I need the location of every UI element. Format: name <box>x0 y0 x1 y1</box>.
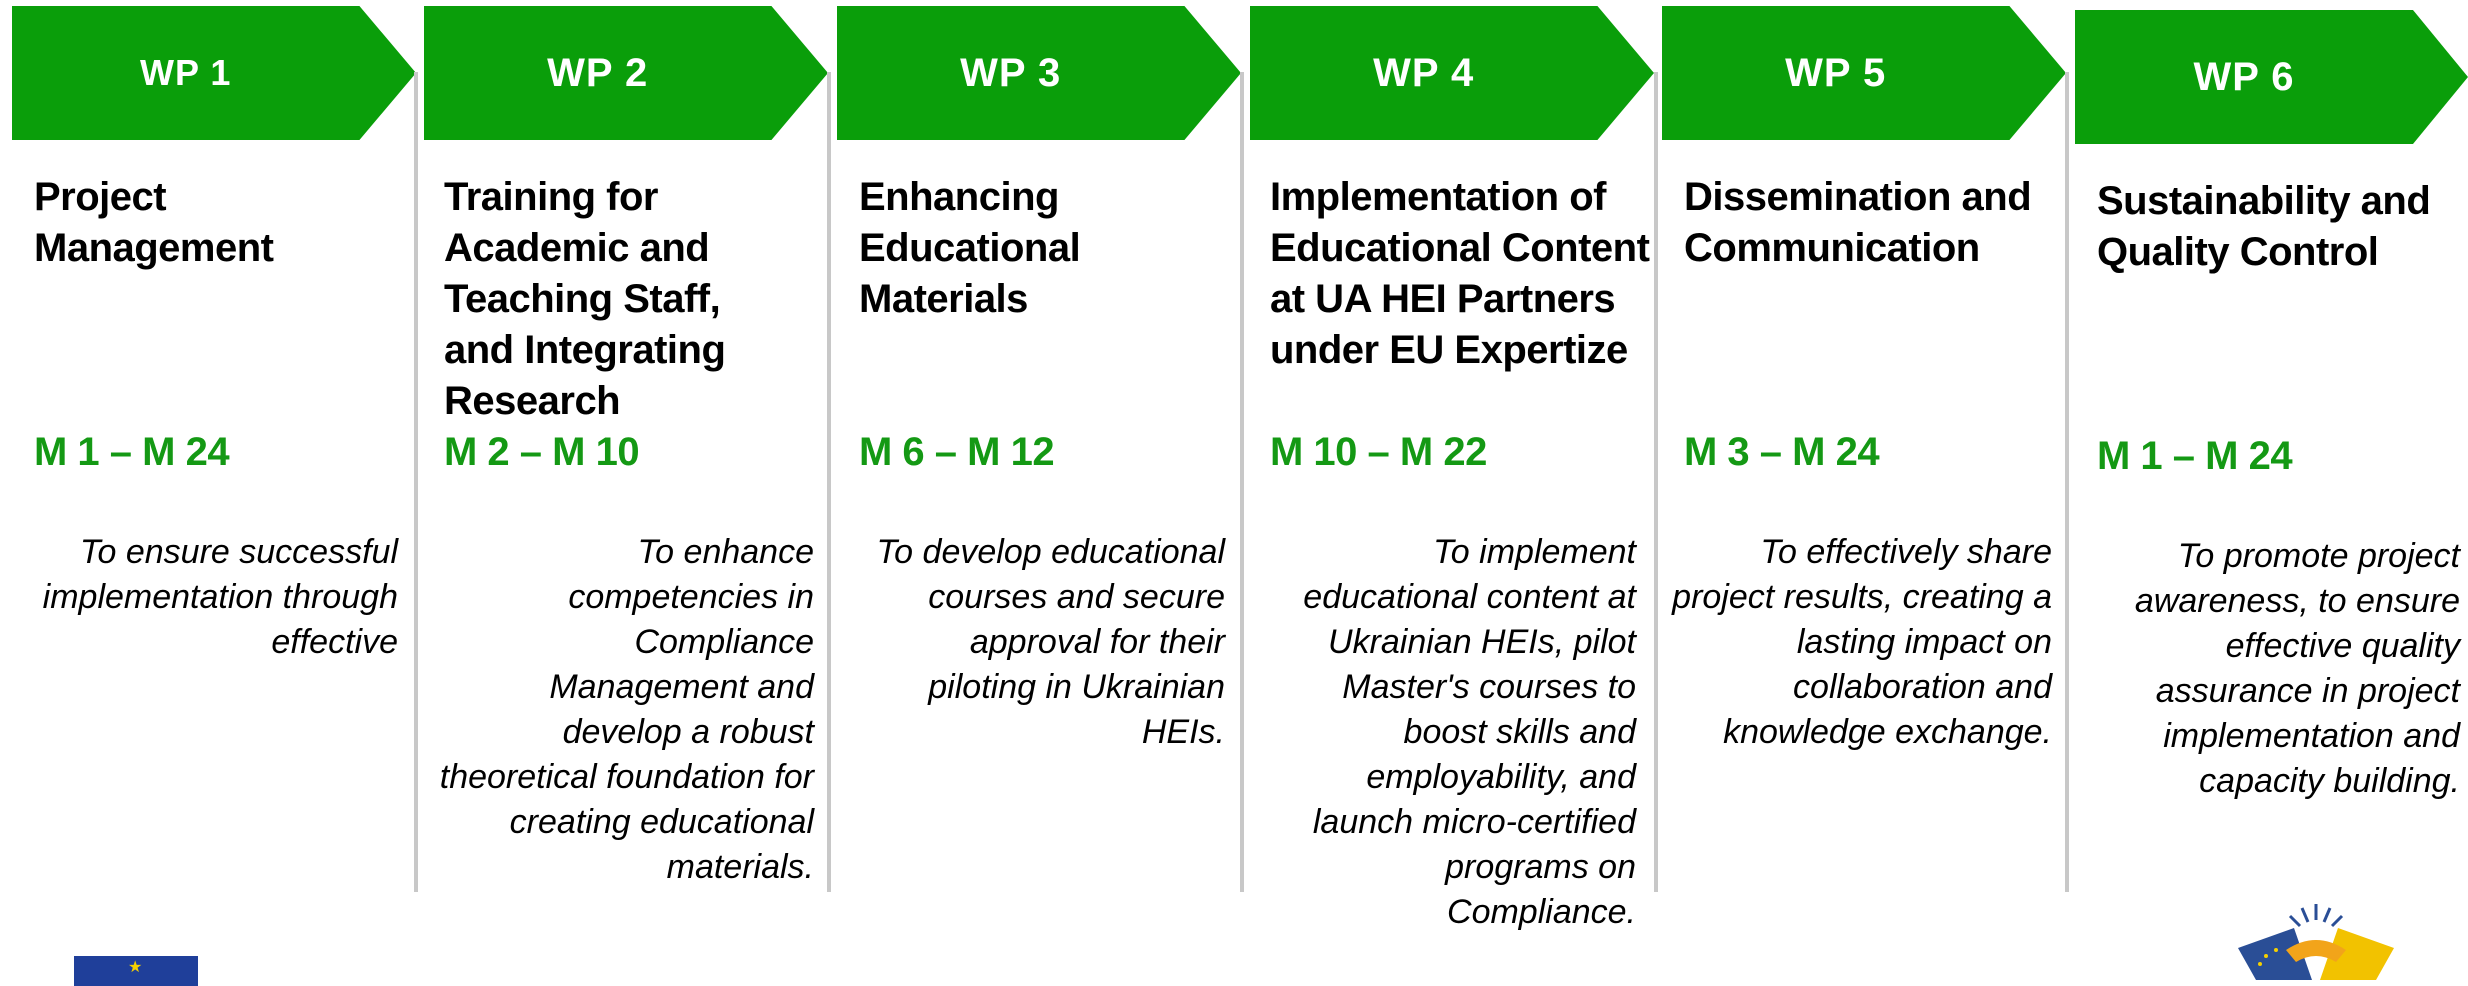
chevron-arrow-shape <box>2075 10 2468 144</box>
wp-4-label: WP 4 <box>1373 50 1475 95</box>
wp-4-arrow: WP 4 <box>1250 6 1654 140</box>
wp-1-description: To ensure successful implementation thro… <box>42 533 398 661</box>
wp-2-title: Training for Academic and Teaching Staff… <box>444 175 726 423</box>
wp-divider <box>1240 72 1244 892</box>
wp-column-3: WP 3 Enhancing Educational Materials M 6… <box>837 0 1241 978</box>
chevron-arrow-shape <box>837 6 1241 140</box>
wp-divider <box>414 72 418 892</box>
wp-5-label: WP 5 <box>1785 50 1887 95</box>
eu-star-icon: ★ <box>128 959 143 976</box>
chevron-arrow-shape <box>1250 6 1654 140</box>
handshake-icon <box>2238 904 2394 980</box>
wp-divider <box>2065 72 2069 892</box>
wp-column-6: WP 6 Sustainability and Quality Control … <box>2075 0 2468 978</box>
wp-column-1: WP 1 Project Management M 1 – M 24 To en… <box>12 0 416 978</box>
wp-column-4: WP 4 Implementation of Educational Conte… <box>1250 0 1654 978</box>
wp-4-period: M 10 – M 22 <box>1270 430 1487 474</box>
wp-divider <box>827 72 831 892</box>
wp-column-2: WP 2 Training for Academic and Teaching … <box>424 0 828 978</box>
wp-6-title: Sustainability and Quality Control <box>2097 179 2431 274</box>
wp-4-description: To implement educational content at Ukra… <box>1303 533 1636 931</box>
wp-2-arrow: WP 2 <box>424 6 828 140</box>
wp-2-description: To enhance competencies in Compliance Ma… <box>439 533 814 886</box>
eu-flag-logo: ★ <box>74 956 198 986</box>
wp-divider <box>1654 72 1658 892</box>
wp-1-label: WP 1 <box>140 52 232 93</box>
wp-3-label: WP 3 <box>960 50 1062 95</box>
handshake-logo <box>2216 900 2416 980</box>
chevron-arrow-shape <box>424 6 828 140</box>
wp-5-description: To effectively share project results, cr… <box>1672 533 2052 751</box>
wp-1-arrow: WP 1 <box>12 6 416 140</box>
wp-5-title: Dissemination and Communication <box>1684 175 2032 270</box>
wp-6-label: WP 6 <box>2193 54 2295 99</box>
wp-6-period: M 1 – M 24 <box>2097 434 2293 478</box>
wp-3-title: Enhancing Educational Materials <box>859 175 1081 321</box>
wp-5-period: M 3 – M 24 <box>1684 430 1880 474</box>
wp-5-arrow: WP 5 <box>1662 6 2066 140</box>
wp-2-period: M 2 – M 10 <box>444 430 640 474</box>
wp-3-description: To develop educational courses and secur… <box>876 533 1225 751</box>
wp-1-period: M 1 – M 24 <box>34 430 230 474</box>
wp-4-title: Implementation of Educational Content at… <box>1270 175 1650 372</box>
wp-3-arrow: WP 3 <box>837 6 1241 140</box>
chevron-arrow-shape <box>12 6 416 140</box>
wp-column-5: WP 5 Dissemination and Communication M 3… <box>1662 0 2066 978</box>
wp-1-title: Project Management <box>34 175 274 270</box>
wp-6-arrow: WP 6 <box>2075 10 2468 144</box>
wp-6-description: To promote project awareness, to ensure … <box>2134 537 2460 800</box>
wp-2-label: WP 2 <box>547 50 649 95</box>
chevron-arrow-shape <box>1662 6 2066 140</box>
wp-3-period: M 6 – M 12 <box>859 430 1055 474</box>
